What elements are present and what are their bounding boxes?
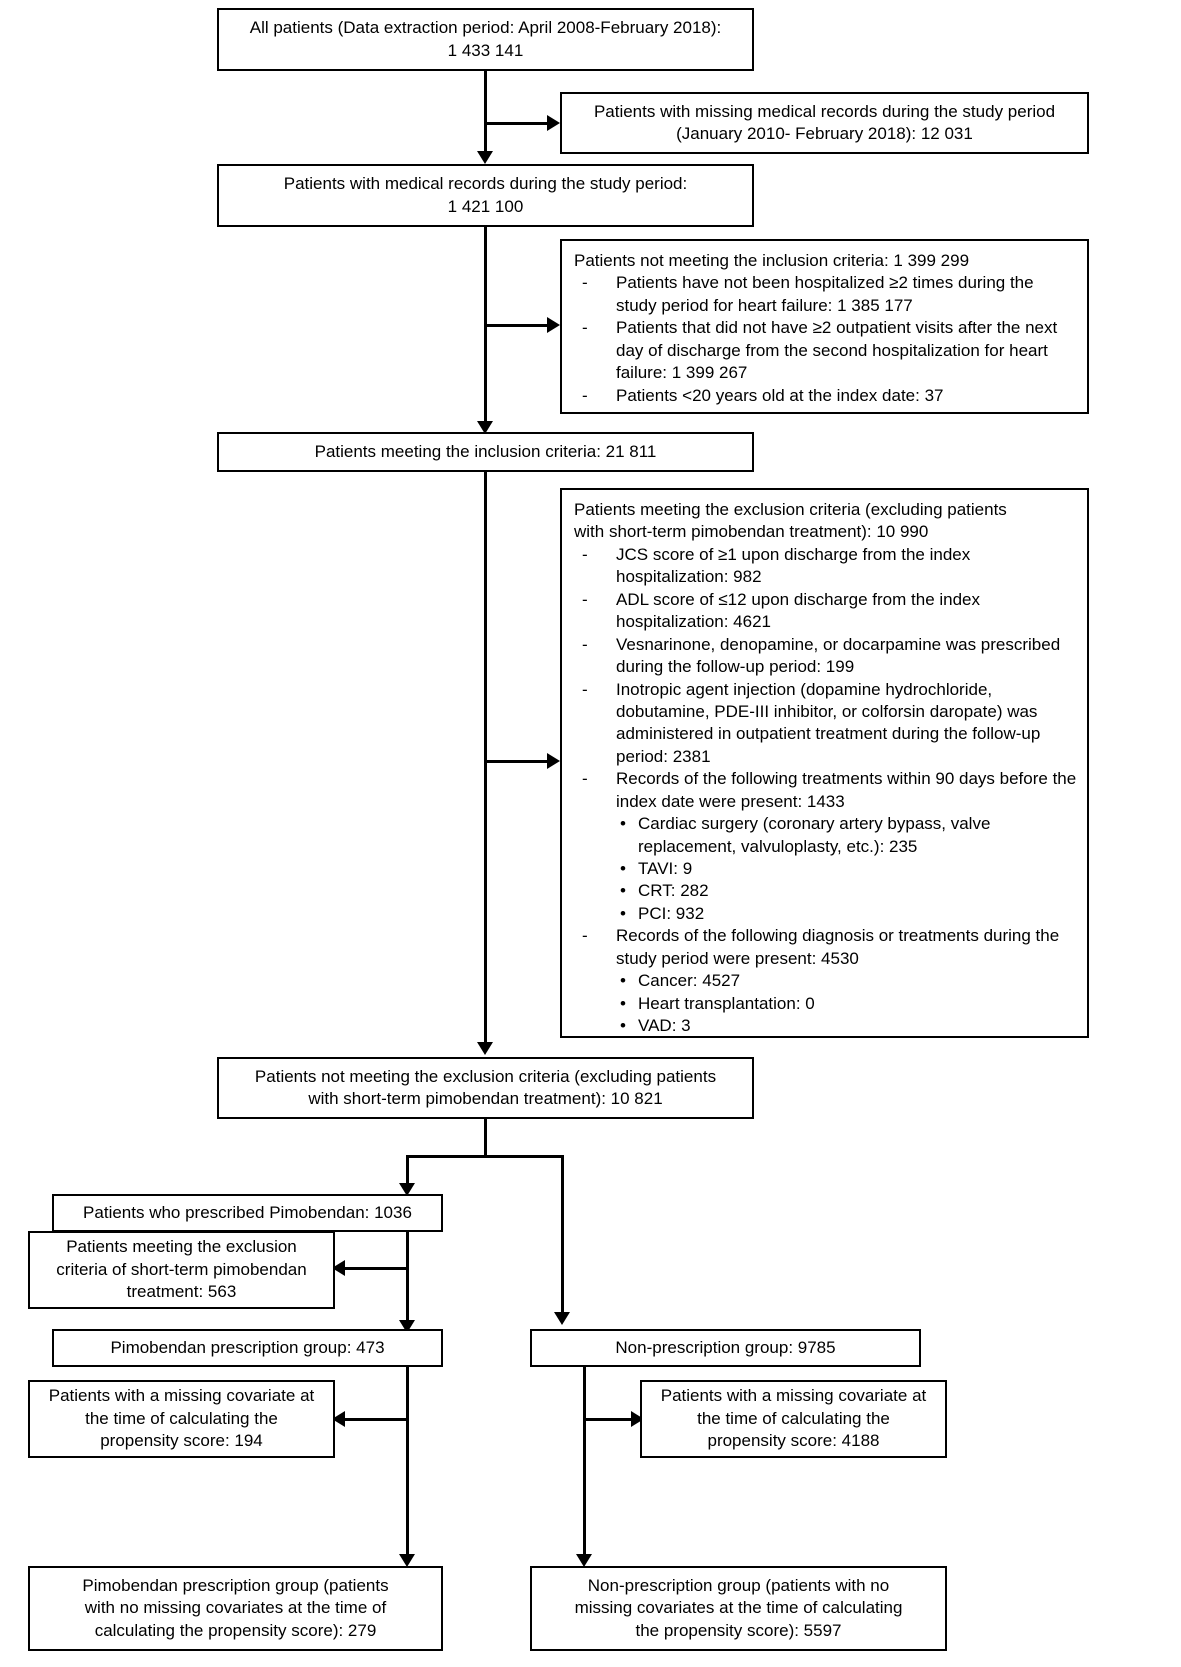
- pimobendan-group-text: Pimobendan prescription group: 473: [110, 1337, 385, 1357]
- meeting-exclusion-item-5-text: Records of the following diagnosis or tr…: [616, 926, 1060, 968]
- pimo-missing-line2: the time of calculating the: [85, 1408, 278, 1428]
- connector-split-stem: [484, 1119, 487, 1157]
- pimo-missing-line3: propensity score: 194: [100, 1431, 263, 1451]
- connector-trunk-2: [484, 227, 487, 427]
- connector-split-right-leg: [561, 1155, 564, 1322]
- meeting-exclusion-heading-line2: with short-term pimobendan treatment): 1…: [574, 522, 929, 542]
- connector-trunk-3: [484, 472, 487, 1047]
- connector-pimobendan-group-stem: [406, 1367, 409, 1559]
- connector-branch-pimo-missing: [345, 1418, 406, 1421]
- meeting-exclusion-item-5-sub-2: VAD: 3: [616, 1015, 1077, 1038]
- node-all-patients: All patients (Data extraction period: Ap…: [217, 8, 754, 71]
- meeting-exclusion-item-4-sub-1: TAVI: 9: [616, 858, 1077, 881]
- meeting-exclusion-heading-line1: Patients meeting the exclusion criteria …: [574, 500, 1007, 519]
- not-inclusion-item-2: Patients <20 years old at the index date…: [574, 385, 1077, 408]
- not-meeting-exclusion-line2: with short-term pimobendan treatment): 1…: [308, 1089, 663, 1108]
- connector-nonpres-group-stem: [583, 1367, 586, 1559]
- not-inclusion-list: Patients have not been hospitalized ≥2 t…: [574, 272, 1077, 407]
- arrow-to-not-inclusion: [547, 317, 560, 333]
- meeting-exclusion-item-0: JCS score of ≥1 upon discharge from the …: [574, 544, 1077, 589]
- nonprescription-group-text: Non-prescription group: 9785: [615, 1337, 836, 1357]
- short-term-excluded-line2: criteria of short-term pimobendan: [56, 1259, 307, 1279]
- meeting-exclusion-item-5-sub-0: Cancer: 4527: [616, 970, 1077, 993]
- meeting-exclusion-item-5-sublist: Cancer: 4527 Heart transplantation: 0 VA…: [616, 970, 1077, 1038]
- node-not-meeting-inclusion: Patients not meeting the inclusion crite…: [560, 239, 1089, 414]
- with-records-line2: 1 421 100: [447, 196, 524, 216]
- pimo-final-line3: calculating the propensity score): 279: [94, 1620, 377, 1640]
- meeting-exclusion-item-4-sublist: Cardiac surgery (coronary artery bypass,…: [616, 813, 1077, 926]
- nonpres-final-line2: missing covariates at the time of calcul…: [574, 1598, 903, 1618]
- node-short-term-excluded: Patients meeting the exclusion criteria …: [28, 1231, 335, 1309]
- meeting-exclusion-item-2: Vesnarinone, denopamine, or docarpamine …: [574, 634, 1077, 679]
- short-term-excluded-line1: Patients meeting the exclusion: [66, 1237, 297, 1257]
- missing-records-line2: (January 2010- February 2018): 12 031: [676, 124, 973, 143]
- connector-branch-short-term: [345, 1267, 406, 1270]
- connector-split-bar: [406, 1155, 563, 1158]
- connector-branch-missing-records: [484, 122, 547, 125]
- arrow-to-short-term-excluded: [332, 1260, 345, 1276]
- meeting-exclusion-item-5-sub-1: Heart transplantation: 0: [616, 993, 1077, 1016]
- short-term-excluded-line3: treatment: 563: [126, 1282, 237, 1302]
- connector-branch-meeting-exclusion: [484, 760, 547, 763]
- meeting-inclusion-text: Patients meeting the inclusion criteria:…: [314, 441, 657, 461]
- all-patients-line1: All patients (Data extraction period: Ap…: [249, 18, 722, 38]
- connector-trunk-1: [484, 71, 487, 156]
- meeting-exclusion-item-1: ADL score of ≤12 upon discharge from the…: [574, 589, 1077, 634]
- nonpres-missing-line2: the time of calculating the: [697, 1408, 890, 1428]
- connector-pimobendan-stem: [406, 1232, 409, 1325]
- arrow-to-meeting-exclusion: [547, 753, 560, 769]
- node-pimo-missing-covariate: Patients with a missing covariate at the…: [28, 1380, 335, 1458]
- node-with-records: Patients with medical records during the…: [217, 164, 754, 227]
- node-pimobendan-group: Pimobendan prescription group: 473: [52, 1329, 443, 1367]
- pimo-final-line2: with no missing covariates at the time o…: [84, 1598, 387, 1618]
- arrow-to-with-records: [477, 151, 493, 164]
- arrow-to-prescribed-pimobendan: [399, 1183, 415, 1196]
- node-nonprescription-final: Non-prescription group (patients with no…: [530, 1566, 947, 1651]
- meeting-exclusion-item-3: Inotropic agent injection (dopamine hydr…: [574, 679, 1077, 769]
- nonpres-final-line1: Non-prescription group (patients with no: [587, 1575, 890, 1595]
- arrow-to-pimo-missing-covariate: [332, 1411, 345, 1427]
- missing-records-line1: Patients with missing medical records du…: [593, 101, 1056, 121]
- nonpres-final-line3: the propensity score): 5597: [635, 1620, 842, 1640]
- with-records-line1: Patients with medical records during the…: [283, 174, 688, 194]
- nonpres-missing-line1: Patients with a missing covariate at: [660, 1386, 927, 1406]
- arrow-to-meeting-inclusion: [477, 421, 493, 434]
- meeting-exclusion-item-4-text: Records of the following treatments with…: [616, 769, 1077, 811]
- nonpres-missing-line3: propensity score: 4188: [707, 1431, 880, 1451]
- meeting-exclusion-item-5: Records of the following diagnosis or tr…: [574, 925, 1077, 1038]
- not-inclusion-heading: Patients not meeting the inclusion crite…: [574, 251, 970, 270]
- pimo-missing-line1: Patients with a missing covariate at: [48, 1386, 315, 1406]
- node-meeting-exclusion: Patients meeting the exclusion criteria …: [560, 488, 1089, 1038]
- node-nonprescription-group: Non-prescription group: 9785: [530, 1329, 921, 1367]
- arrow-to-missing-records: [547, 115, 560, 131]
- node-meeting-inclusion: Patients meeting the inclusion criteria:…: [217, 432, 754, 472]
- node-missing-records: Patients with missing medical records du…: [560, 92, 1089, 154]
- meeting-exclusion-item-4-sub-2: CRT: 282: [616, 880, 1077, 903]
- arrow-to-nonprescription-final: [576, 1554, 592, 1567]
- connector-branch-not-inclusion: [484, 324, 547, 327]
- meeting-exclusion-list: JCS score of ≥1 upon discharge from the …: [574, 544, 1077, 1038]
- arrow-to-nonprescription-group: [554, 1312, 570, 1325]
- connector-branch-nonpres-missing: [583, 1418, 631, 1421]
- arrow-to-not-meeting-exclusion: [477, 1042, 493, 1055]
- pimo-final-line1: Pimobendan prescription group (patients: [82, 1575, 389, 1595]
- arrow-to-pimobendan-final: [399, 1554, 415, 1567]
- meeting-exclusion-item-4: Records of the following treatments with…: [574, 768, 1077, 926]
- meeting-exclusion-item-4-sub-0: Cardiac surgery (coronary artery bypass,…: [616, 813, 1077, 858]
- node-nonpres-missing-covariate: Patients with a missing covariate at the…: [640, 1380, 947, 1458]
- connector-split-left-leg: [406, 1155, 409, 1188]
- node-prescribed-pimobendan: Patients who prescribed Pimobendan: 1036: [52, 1194, 443, 1232]
- node-pimobendan-final: Pimobendan prescription group (patients …: [28, 1566, 443, 1651]
- meeting-exclusion-item-4-sub-3: PCI: 932: [616, 903, 1077, 926]
- not-meeting-exclusion-line1: Patients not meeting the exclusion crite…: [254, 1066, 717, 1086]
- not-inclusion-item-0: Patients have not been hospitalized ≥2 t…: [574, 272, 1077, 317]
- not-inclusion-item-1: Patients that did not have ≥2 outpatient…: [574, 317, 1077, 384]
- all-patients-line2: 1 433 141: [447, 40, 524, 60]
- prescribed-pimobendan-text: Patients who prescribed Pimobendan: 1036: [83, 1202, 412, 1222]
- node-not-meeting-exclusion: Patients not meeting the exclusion crite…: [217, 1057, 754, 1119]
